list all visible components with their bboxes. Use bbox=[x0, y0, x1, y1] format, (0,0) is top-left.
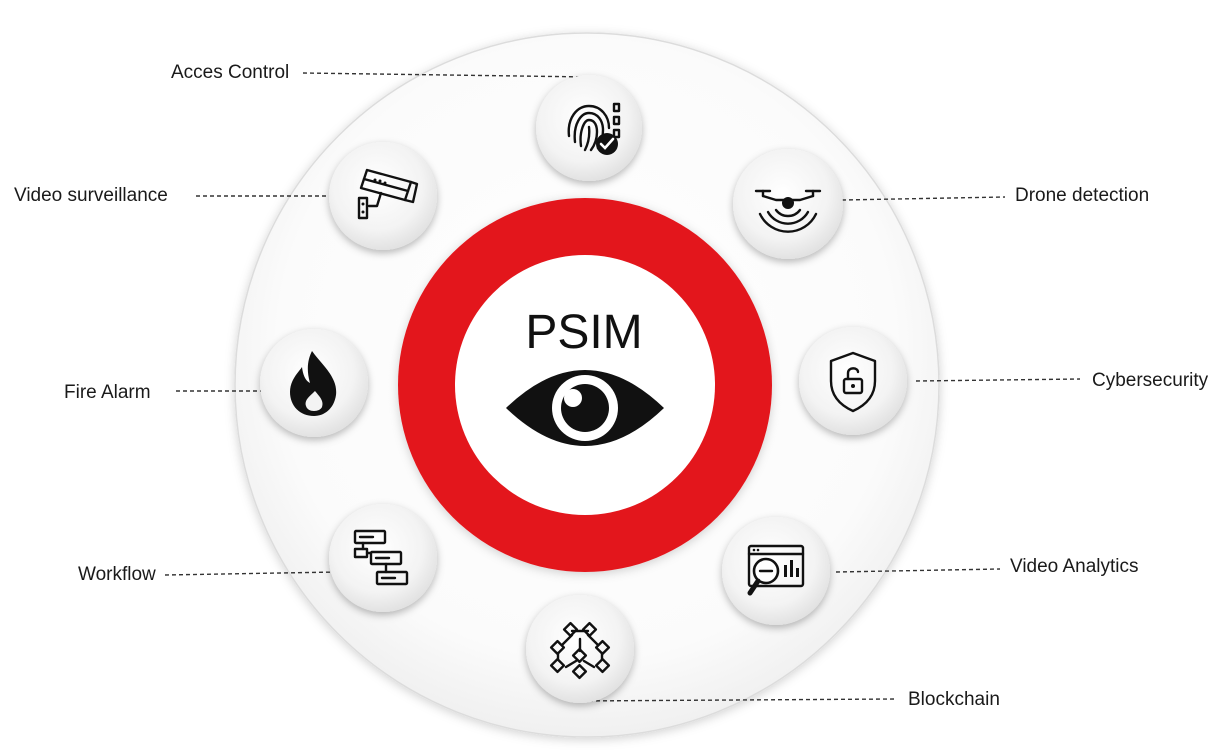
node-video-analytics bbox=[722, 517, 830, 625]
node-fire-alarm bbox=[260, 329, 368, 437]
leader-video-analytics bbox=[835, 568, 1001, 573]
psim-title: PSIM bbox=[525, 306, 642, 359]
workflow-icon bbox=[353, 529, 409, 586]
node-cybersecurity bbox=[799, 327, 907, 435]
cctv-camera-icon bbox=[357, 168, 419, 220]
label-access-control: Acces Control bbox=[171, 62, 289, 83]
leader-workflow bbox=[164, 571, 339, 576]
shield-lock-icon bbox=[829, 351, 877, 413]
fingerprint-icon bbox=[567, 102, 621, 155]
node-video-surveillance bbox=[329, 142, 437, 250]
label-blockchain: Blockchain bbox=[908, 689, 1000, 710]
leader-blockchain bbox=[574, 698, 896, 702]
label-drone-detection: Drone detection bbox=[1015, 185, 1149, 206]
label-video-surveillance: Video surveillance bbox=[14, 185, 168, 206]
magnifier-screen-icon bbox=[747, 544, 805, 596]
blockchain-icon bbox=[549, 621, 611, 680]
node-workflow bbox=[329, 504, 437, 612]
label-workflow: Workflow bbox=[78, 564, 156, 585]
flame-icon bbox=[290, 351, 337, 416]
node-access-control bbox=[536, 75, 642, 181]
label-video-analytics: Video Analytics bbox=[1010, 556, 1139, 577]
eye-icon bbox=[506, 370, 664, 446]
drone-icon bbox=[754, 189, 822, 233]
leader-access-control bbox=[302, 72, 591, 78]
node-drone-detection bbox=[733, 149, 843, 259]
node-blockchain bbox=[526, 595, 634, 703]
label-fire-alarm: Fire Alarm bbox=[64, 382, 151, 403]
leader-drone-detection bbox=[841, 196, 1006, 201]
leader-cybersecurity bbox=[915, 378, 1081, 382]
label-cybersecurity: Cybersecurity bbox=[1092, 370, 1209, 391]
